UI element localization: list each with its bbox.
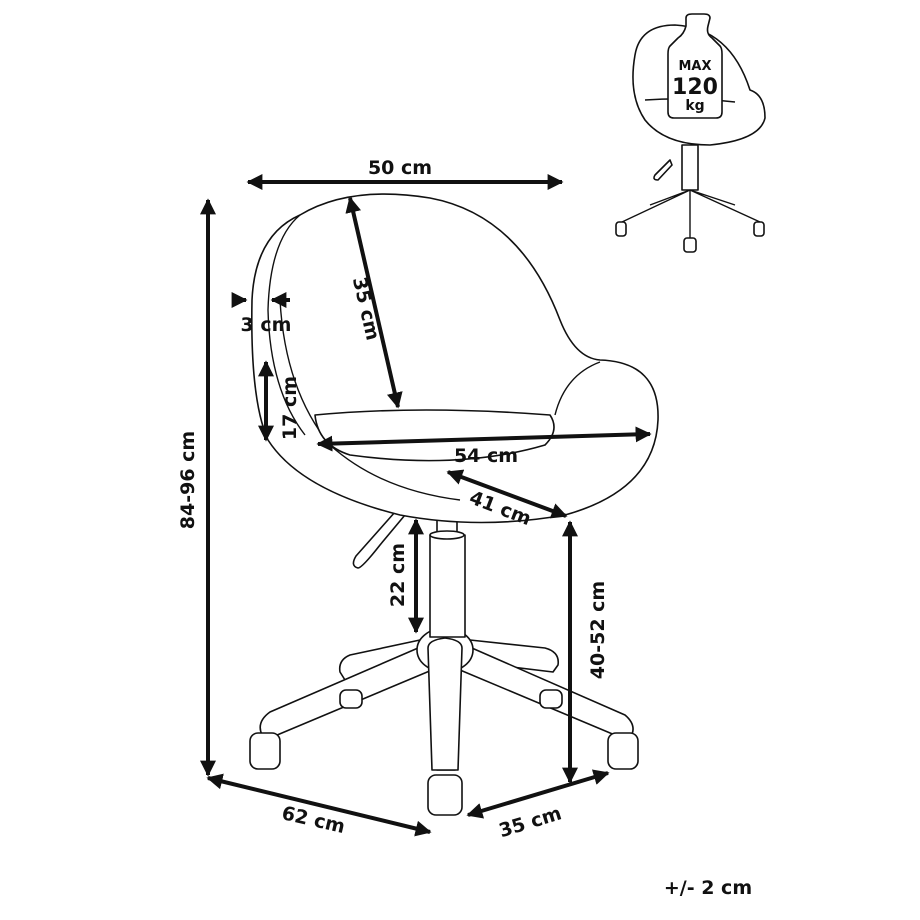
height-lever xyxy=(352,511,406,569)
label-base-radius: 35 cm xyxy=(496,802,564,842)
max-load-illustration: MAX 120 kg xyxy=(615,13,766,253)
label-armrest-height: 17 cm xyxy=(279,376,301,440)
label-total-height: 84-96 cm xyxy=(177,431,199,529)
label-seat-width: 54 cm xyxy=(454,445,518,467)
dimension-lines xyxy=(200,174,652,837)
gas-lift xyxy=(429,519,466,638)
label-seat-height: 40-52 cm xyxy=(587,581,609,679)
max-load-label-unit: kg xyxy=(685,98,704,114)
label-gas-lift-height: 22 cm xyxy=(387,543,409,607)
chair-illustration xyxy=(249,193,659,816)
weight-icon: MAX 120 kg xyxy=(667,13,723,119)
max-load-label-value: 120 xyxy=(672,75,718,100)
chair-base xyxy=(249,627,639,816)
label-tolerance: +/- 2 cm xyxy=(664,877,752,899)
label-shell-thickness: 3 cm xyxy=(241,314,292,336)
label-seat-back-width: 50 cm xyxy=(368,157,432,179)
max-load-label-max: MAX xyxy=(678,59,711,74)
